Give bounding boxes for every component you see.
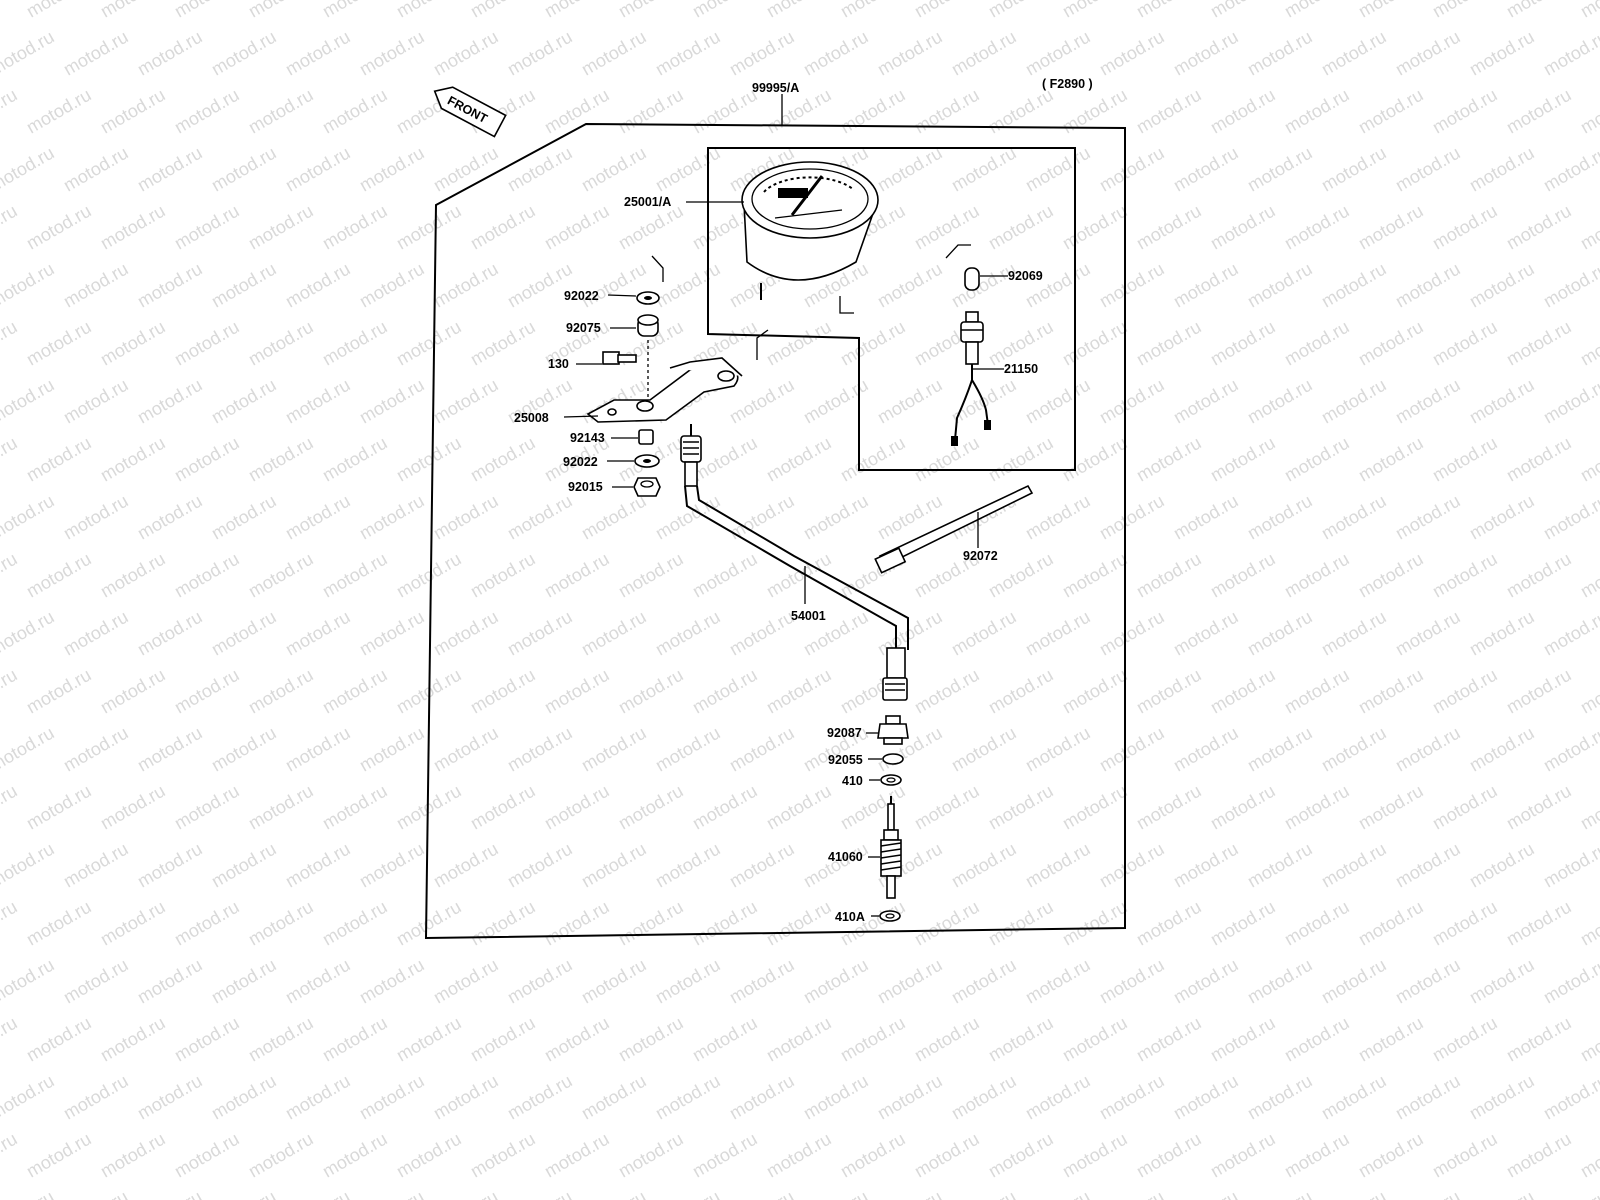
part-label-collar: 92143 xyxy=(570,431,605,445)
part-label-washer-top: 92022 xyxy=(564,289,599,303)
band xyxy=(874,484,1034,574)
bolt xyxy=(602,351,637,365)
socket xyxy=(951,311,991,446)
meter-frame xyxy=(707,147,1076,471)
part-label-bracket: 25008 xyxy=(514,411,549,425)
part-label-band: 92072 xyxy=(963,549,998,563)
assembly-frame xyxy=(424,122,1126,940)
bracket xyxy=(586,357,743,423)
drive-gear xyxy=(880,796,902,899)
part-label-bulb: 92069 xyxy=(1008,269,1043,283)
part-label-socket: 21150 xyxy=(1004,362,1038,376)
part-label-washer-bottom: 92022 xyxy=(563,455,598,469)
speedometer-cable xyxy=(680,424,909,701)
front-arrow-icon: FRONT xyxy=(433,86,507,138)
part-label-washer-410a: 410A xyxy=(835,910,865,924)
part-label-meter: 25001/A xyxy=(624,195,671,209)
part-label-washer-410: 410 xyxy=(842,774,863,788)
part-label-gear: 41060 xyxy=(828,850,863,864)
part-label-bushing: 92087 xyxy=(827,726,862,740)
part-label-bolt: 130 xyxy=(548,357,569,371)
bushing xyxy=(877,715,909,745)
part-label-assembly: 99995/A xyxy=(752,81,799,95)
part-label-cable: 54001 xyxy=(791,609,826,623)
part-label-grommet: 92075 xyxy=(566,321,601,335)
reference-code: ( F2890 ) xyxy=(1042,77,1093,91)
speedometer xyxy=(741,161,879,300)
part-label-oring: 92055 xyxy=(828,753,863,767)
part-label-nut: 92015 xyxy=(568,480,603,494)
